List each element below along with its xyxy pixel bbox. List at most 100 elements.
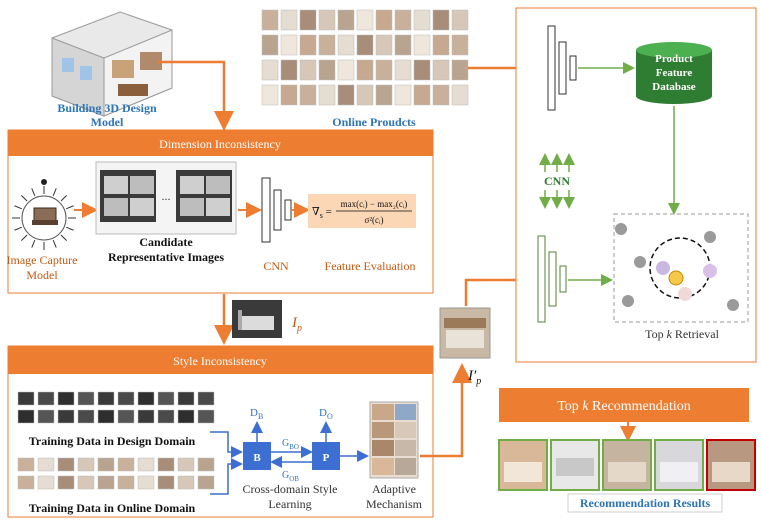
thumbnail xyxy=(356,84,374,106)
thumbnail xyxy=(451,9,469,31)
topk-retrieval-box xyxy=(613,213,749,323)
thumbnail xyxy=(197,457,215,472)
thumbnail xyxy=(299,84,317,106)
thumbnail xyxy=(432,9,450,31)
thumbnail xyxy=(394,34,412,56)
thumbnail xyxy=(57,457,75,472)
recommendation-header-bar xyxy=(499,388,749,422)
thumbnail xyxy=(37,475,55,490)
recommendation-results-label: Recommendation Results xyxy=(580,496,711,510)
thumbnail xyxy=(299,59,317,81)
gob-label: GOB xyxy=(282,470,299,483)
thumbnail xyxy=(318,9,336,31)
thumbnail xyxy=(337,9,355,31)
thumbnail xyxy=(261,9,279,31)
capture-ray xyxy=(31,188,36,197)
training-online-grid xyxy=(17,457,215,490)
training-design-grid xyxy=(17,391,215,424)
ip-bed-thumbnail xyxy=(232,300,282,338)
thumbnail xyxy=(356,59,374,81)
cross-domain-line1: Cross-domain Style xyxy=(243,482,338,496)
image-capture-model-icon xyxy=(12,179,76,250)
thumbnail xyxy=(318,59,336,81)
thumbnail xyxy=(17,457,35,472)
recommendation-header: Top k Recommendation xyxy=(557,399,691,414)
thumbnail xyxy=(137,391,155,406)
thumbnail xyxy=(197,391,215,406)
dimension-cnn-layers xyxy=(261,177,292,243)
thumbnail xyxy=(337,59,355,81)
thumbnail xyxy=(413,84,431,106)
style-header-bar xyxy=(8,346,433,374)
thumbnail xyxy=(137,475,155,490)
capture-label-line2: Model xyxy=(26,268,58,282)
node-p xyxy=(312,442,340,470)
thumbnail xyxy=(57,409,75,424)
thumbnail xyxy=(432,59,450,81)
thumbnail xyxy=(177,409,195,424)
candidate-ellipsis: ... xyxy=(162,189,171,203)
thumbnail xyxy=(394,9,412,31)
candidate-label-line2: Representative Images xyxy=(108,250,224,264)
recommendation-results xyxy=(498,439,756,491)
thumbnail xyxy=(57,475,75,490)
training-online-label: Training Data in Online Domain xyxy=(29,501,196,515)
capture-ray xyxy=(52,188,57,197)
thumbnail xyxy=(177,457,195,472)
thumbnail xyxy=(394,59,412,81)
thumbnail xyxy=(413,59,431,81)
capture-ray xyxy=(14,205,23,210)
thumbnail xyxy=(261,84,279,106)
thumbnail xyxy=(197,409,215,424)
thumbnail xyxy=(375,84,393,106)
thumbnail xyxy=(280,59,298,81)
product-db-line1: Product xyxy=(655,53,693,65)
adaptive-line1: Adaptive xyxy=(372,482,416,496)
capture-ray xyxy=(65,205,74,210)
thumbnail xyxy=(375,59,393,81)
thumbnail xyxy=(157,409,175,424)
thumbnail xyxy=(280,84,298,106)
thumbnail xyxy=(337,34,355,56)
feature-evaluation-label: Feature Evaluation xyxy=(325,259,416,273)
adaptive-mechanism-images xyxy=(369,401,419,479)
ip-label: Ip xyxy=(291,315,302,334)
arrow-adaptive-to-ipp xyxy=(420,363,472,458)
formula-denominator: σ²(cᵢ) xyxy=(364,215,383,225)
do-label: DO xyxy=(319,407,333,421)
thumbnail xyxy=(57,391,75,406)
thumbnail xyxy=(432,84,450,106)
ipp-label: I′p xyxy=(467,368,481,387)
node-b xyxy=(243,442,271,470)
retrieval-cnn-label: CNN xyxy=(544,174,570,188)
capture-ray xyxy=(14,226,23,231)
thumbnail xyxy=(157,391,175,406)
capture-label-line1: Image Capture xyxy=(7,253,78,267)
formula-numerator: max(cᵢ) − max₂(cᵢ) xyxy=(341,199,408,209)
training-design-label: Training Data in Design Domain xyxy=(29,434,196,448)
thumbnail xyxy=(37,409,55,424)
thumbnail xyxy=(177,391,195,406)
capture-ray xyxy=(65,226,74,231)
thumbnail xyxy=(77,409,95,424)
product-db-line3: Database xyxy=(652,81,696,93)
cnn-shared-arrows xyxy=(539,153,575,209)
thumbnail xyxy=(451,84,469,106)
thumbnail xyxy=(177,475,195,490)
db-label: DB xyxy=(250,407,263,421)
thumbnail xyxy=(280,9,298,31)
thumbnail xyxy=(77,391,95,406)
candidate-label-line1: Candidate xyxy=(139,235,193,249)
dimension-cnn-label: CNN xyxy=(263,259,289,273)
dimension-header: Dimension Inconsistency xyxy=(159,137,281,151)
results-label-box xyxy=(567,493,723,513)
thumbnail xyxy=(299,9,317,31)
thumbnail xyxy=(117,457,135,472)
cross-domain-line2: Learning xyxy=(268,497,311,511)
thumbnail xyxy=(356,34,374,56)
retrieval-cnn-top xyxy=(547,25,577,111)
thumbnail xyxy=(37,391,55,406)
adaptive-line2: Mechanism xyxy=(366,497,423,511)
online-products-grid xyxy=(261,9,469,106)
